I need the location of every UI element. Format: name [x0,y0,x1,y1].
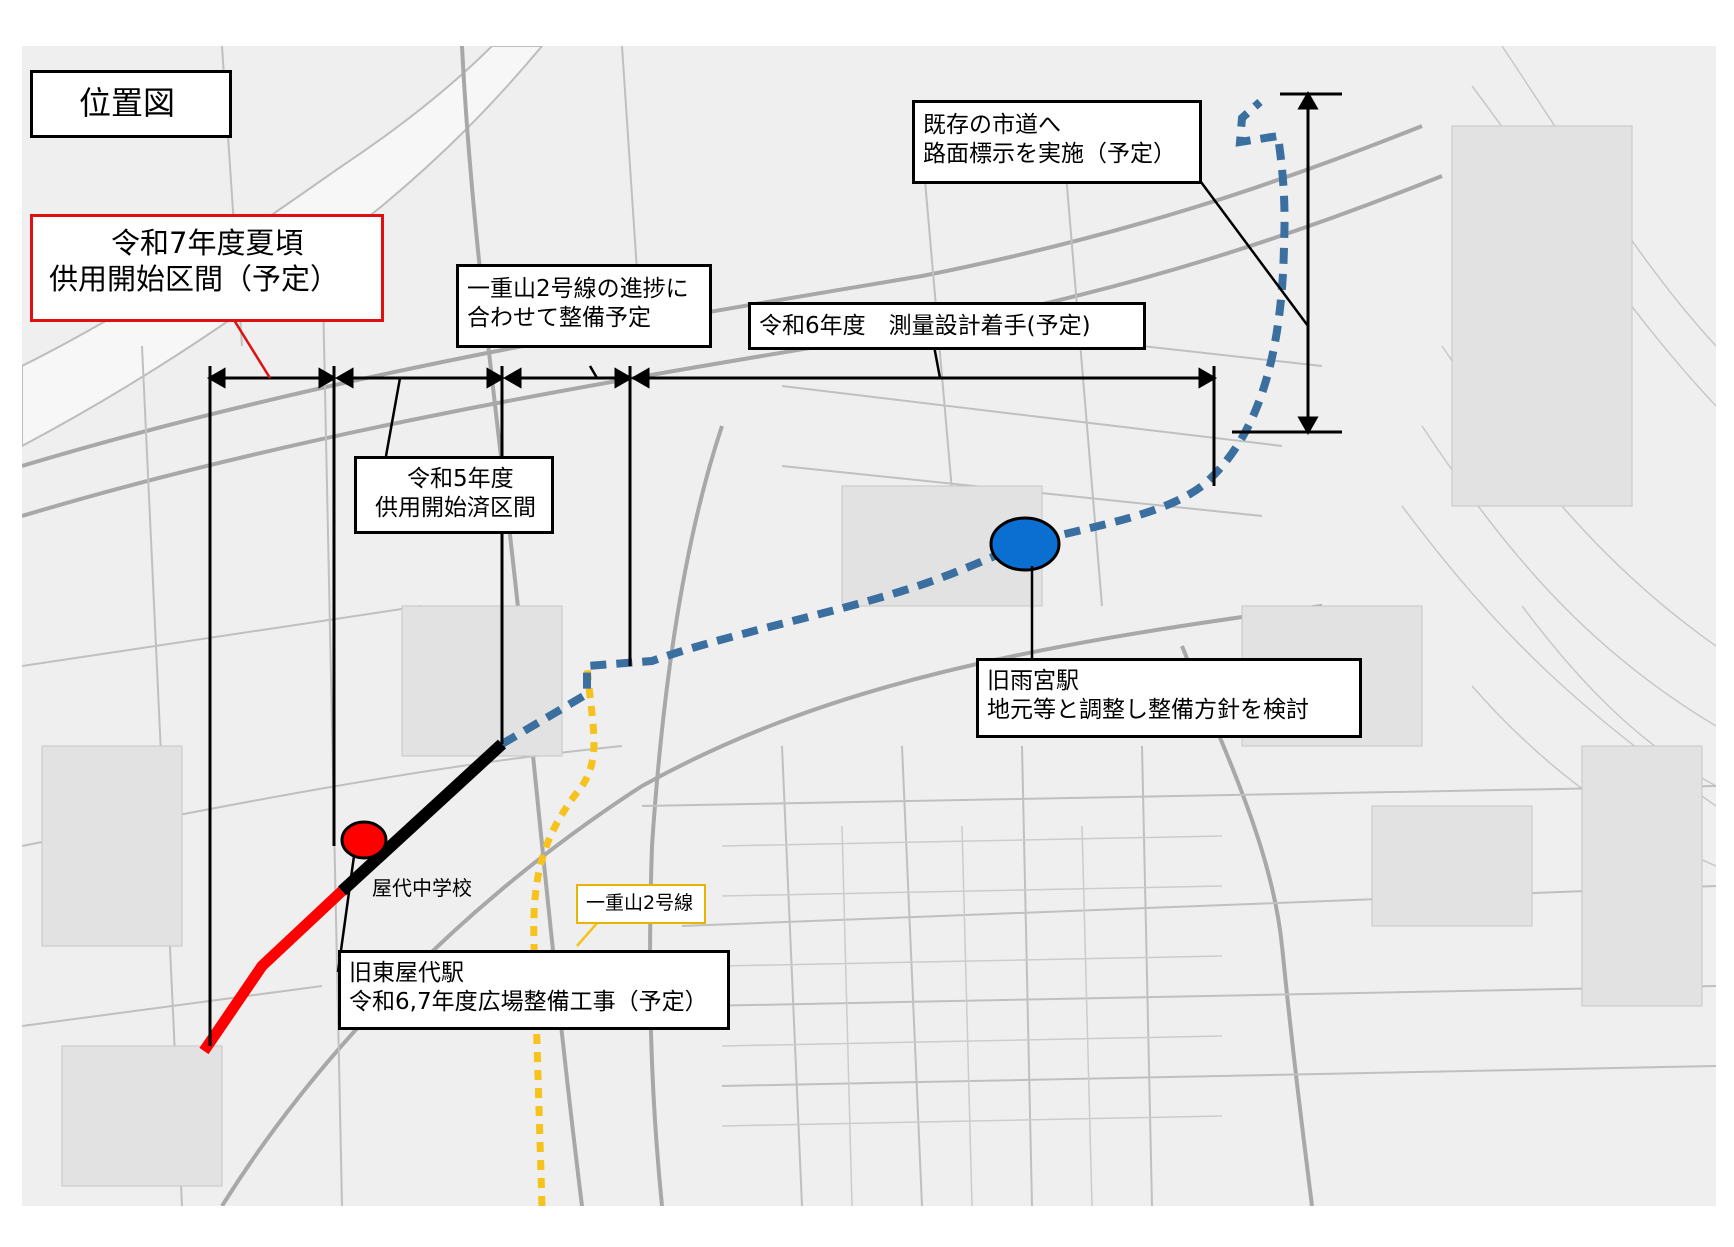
callout-old-higashi-yashiro-station-line1: 旧東屋代駅 [349,960,464,986]
callout-section-r7-line2: 供用開始区間（予定） [49,262,340,297]
callout-ichijuyama-progress-line1: 一重山2号線の進捗に [467,276,689,302]
callout-old-amemiya-station: 旧雨宮駅 地元等と調整し整備方針を検討 [976,658,1362,738]
callout-ichijuyama-line-text: 一重山2号線 [586,892,694,914]
callout-old-higashi-yashiro-station: 旧東屋代駅 令和6,7年度広場整備工事（予定） [338,950,730,1030]
page-title: 位置図 [30,70,232,138]
map-frame: 位置図 令和7年度夏頃 供用開始区間（予定） 一重山2号線の進捗に 合わせて整備… [22,46,1716,1206]
callout-ichijuyama-progress-line2: 合わせて整備予定 [467,304,651,331]
callout-section-r5-line1: 令和5年度 [407,466,514,492]
dimension-arrows [206,90,1342,436]
planned-route [499,99,1289,748]
paddy-grid [721,825,1223,1206]
opened-section-route [337,739,507,896]
callout-old-amemiya-station-line1: 旧雨宮駅 [987,668,1079,694]
base-map [22,46,1716,1206]
page-title-text: 位置図 [79,84,176,122]
callout-ichijuyama-line: 一重山2号線 [576,884,706,924]
callout-ichijuyama-progress: 一重山2号線の進捗に 合わせて整備予定 [456,264,712,348]
higashi-yashiro-station-marker[interactable] [340,820,388,860]
callout-existing-city-road-line2: 路面標示を実施（予定） [923,140,1176,167]
callout-section-r5: 令和5年度 供用開始済区間 [354,456,554,534]
callout-existing-city-road: 既存の市道へ 路面標示を実施（予定） [912,100,1202,184]
callout-existing-city-road-line1: 既存の市道へ [923,112,1061,138]
section-boundaries [208,366,1216,1046]
callout-section-r5-line2: 供用開始済区間 [375,494,536,521]
callout-section-r7: 令和7年度夏頃 供用開始区間（予定） [30,214,384,322]
school-label: 屋代中学校 [372,876,472,900]
callout-section-r6-survey: 令和6年度 測量設計着手(予定) [748,302,1146,350]
open-soon-section-route [199,886,346,1055]
callout-section-r6-survey-line1: 令和6年度 測量設計着手(予定) [759,313,1091,339]
callout-old-amemiya-station-line2: 地元等と調整し整備方針を検討 [987,696,1309,723]
callout-section-r7-line1: 令和7年度夏頃 [111,226,304,260]
amemiya-station-marker[interactable] [989,516,1061,572]
leader-lines [336,177,1310,973]
callout-old-higashi-yashiro-station-line2: 令和6,7年度広場整備工事（予定） [349,988,708,1015]
red-leader-line [232,319,272,379]
